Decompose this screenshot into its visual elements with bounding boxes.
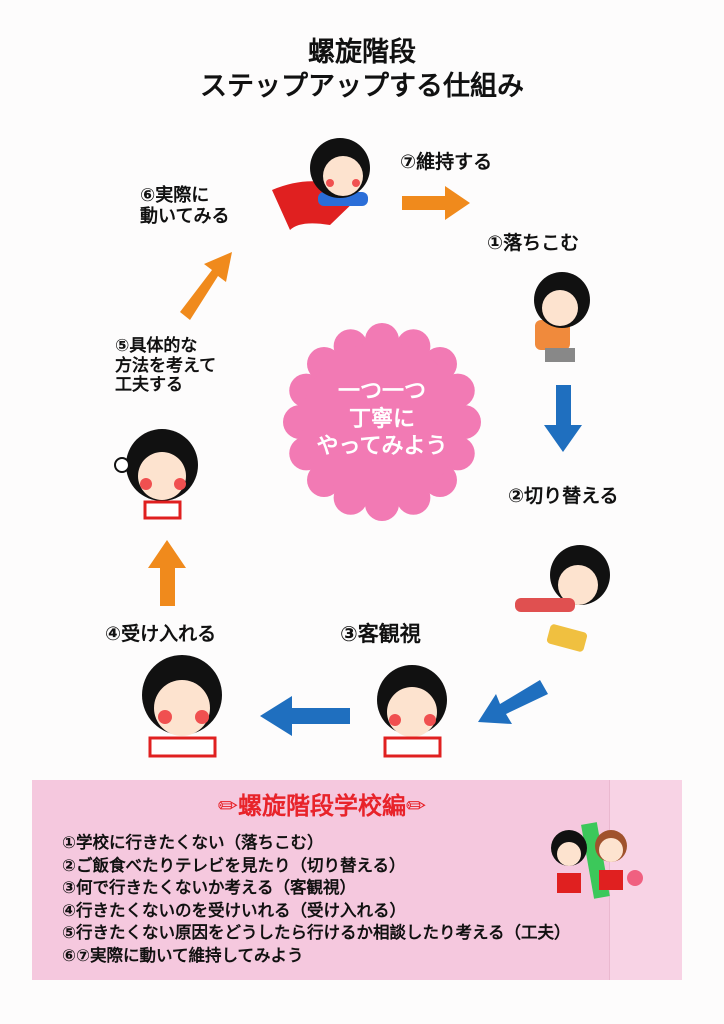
list-item: ⑥⑦実際に動いて維持してみよう — [62, 945, 304, 965]
depressed-girl-illustration — [534, 272, 590, 362]
list-item: ①学校に行きたくない（落ちこむ） — [62, 833, 324, 852]
center-message: 一つ一つ 丁寧に やってみよう — [316, 379, 448, 459]
school-example-panel: ✏螺旋階段学校編✏ ①学校に行きたくない（落ちこむ） ②ご飯食べたりテレビを見た… — [32, 780, 682, 980]
list-item: ④行きたくないのを受けいれる（受け入れる） — [62, 900, 406, 920]
scalloped-badge — [283, 323, 481, 521]
diagram-graphics — [114, 138, 610, 758]
list-item: ③何で行きたくないか考える（客観視） — [62, 878, 356, 897]
step-6-label: ⑥実際に 動いてみる — [140, 185, 230, 227]
school-heading: ✏螺旋階段学校編✏ — [32, 786, 612, 821]
step-2-label: ②切り替える — [508, 485, 619, 507]
schoolgirls-illustration — [551, 822, 643, 899]
pencil-icon: ✏ — [406, 792, 427, 820]
list-item: ⑤行きたくない原因をどうしたら行けるか相談したり考える（工夫） — [62, 923, 571, 942]
pencil-icon: ✏ — [217, 792, 238, 820]
list-item: ②ご飯食べたりテレビを見たり（切り替える） — [62, 855, 406, 875]
relaxing-girl-illustration — [515, 545, 610, 652]
superhero-girl-illustration — [272, 138, 370, 230]
step-5-label: ⑤具体的な 方法を考えて 工夫する — [115, 336, 217, 396]
title-line1: 螺旋階段 — [308, 37, 416, 68]
step-3-label: ③客観視 — [340, 622, 421, 646]
step-7-label: ⑦維持する — [400, 151, 493, 173]
school-step-list: ①学校に行きたくない（落ちこむ） ②ご飯食べたりテレビを見たり（切り替える） ③… — [62, 832, 570, 967]
arrow-up-right-orange — [180, 252, 232, 320]
arrow-down-blue — [544, 385, 582, 452]
arrow-right-orange — [402, 186, 470, 220]
determined-girl-illustration — [114, 429, 198, 520]
step-1-label: ①落ちこむ — [487, 232, 580, 254]
thinking-girl-illustration — [377, 665, 447, 758]
step-4-label: ④受け入れる — [105, 623, 217, 645]
title-line2: ステップアップする仕組み — [200, 71, 524, 102]
arrow-down-left-blue — [478, 680, 548, 724]
arrow-up-orange — [148, 540, 186, 606]
accepting-girl-illustration — [142, 655, 222, 758]
school-heading-text: 螺旋階段学校編 — [238, 792, 406, 820]
arrow-left-blue — [260, 696, 350, 736]
